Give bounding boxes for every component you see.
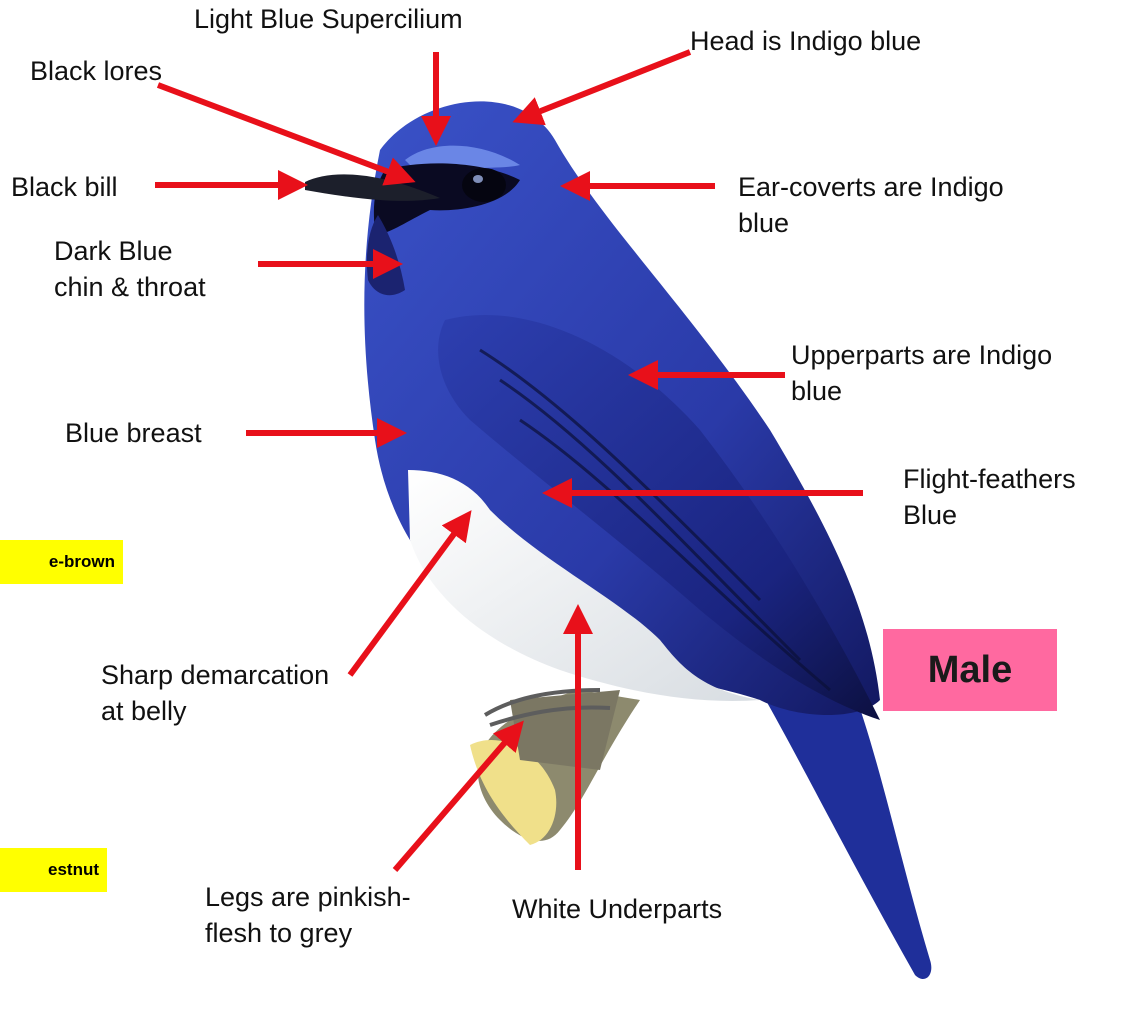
sex-badge: Male [883,629,1057,711]
female-tag-upper: e-brown [0,540,123,584]
label-supercilium: Light Blue Supercilium [194,2,463,38]
bird-eye [462,168,506,202]
label-ear-coverts: Ear-coverts are Indigo blue [738,170,1004,241]
label-chin-throat: Dark Blue chin & throat [54,234,206,305]
eye-highlight [473,175,483,183]
label-flight-feathers: Flight-feathers Blue [903,462,1076,533]
label-legs: Legs are pinkish- flesh to grey [205,880,411,951]
label-breast: Blue breast [65,416,202,452]
label-demarcation: Sharp demarcation at belly [101,658,329,729]
arrow-head [518,52,690,120]
arrow-lores [158,85,410,180]
perch [470,690,640,845]
female-tag-lower: estnut [0,848,107,892]
label-upperparts: Upperparts are Indigo blue [791,338,1052,409]
label-bill: Black bill [11,170,118,206]
label-lores: Black lores [30,54,162,90]
label-head: Head is Indigo blue [690,24,921,60]
bird-tail [760,680,931,979]
label-underparts: White Underparts [512,892,722,928]
